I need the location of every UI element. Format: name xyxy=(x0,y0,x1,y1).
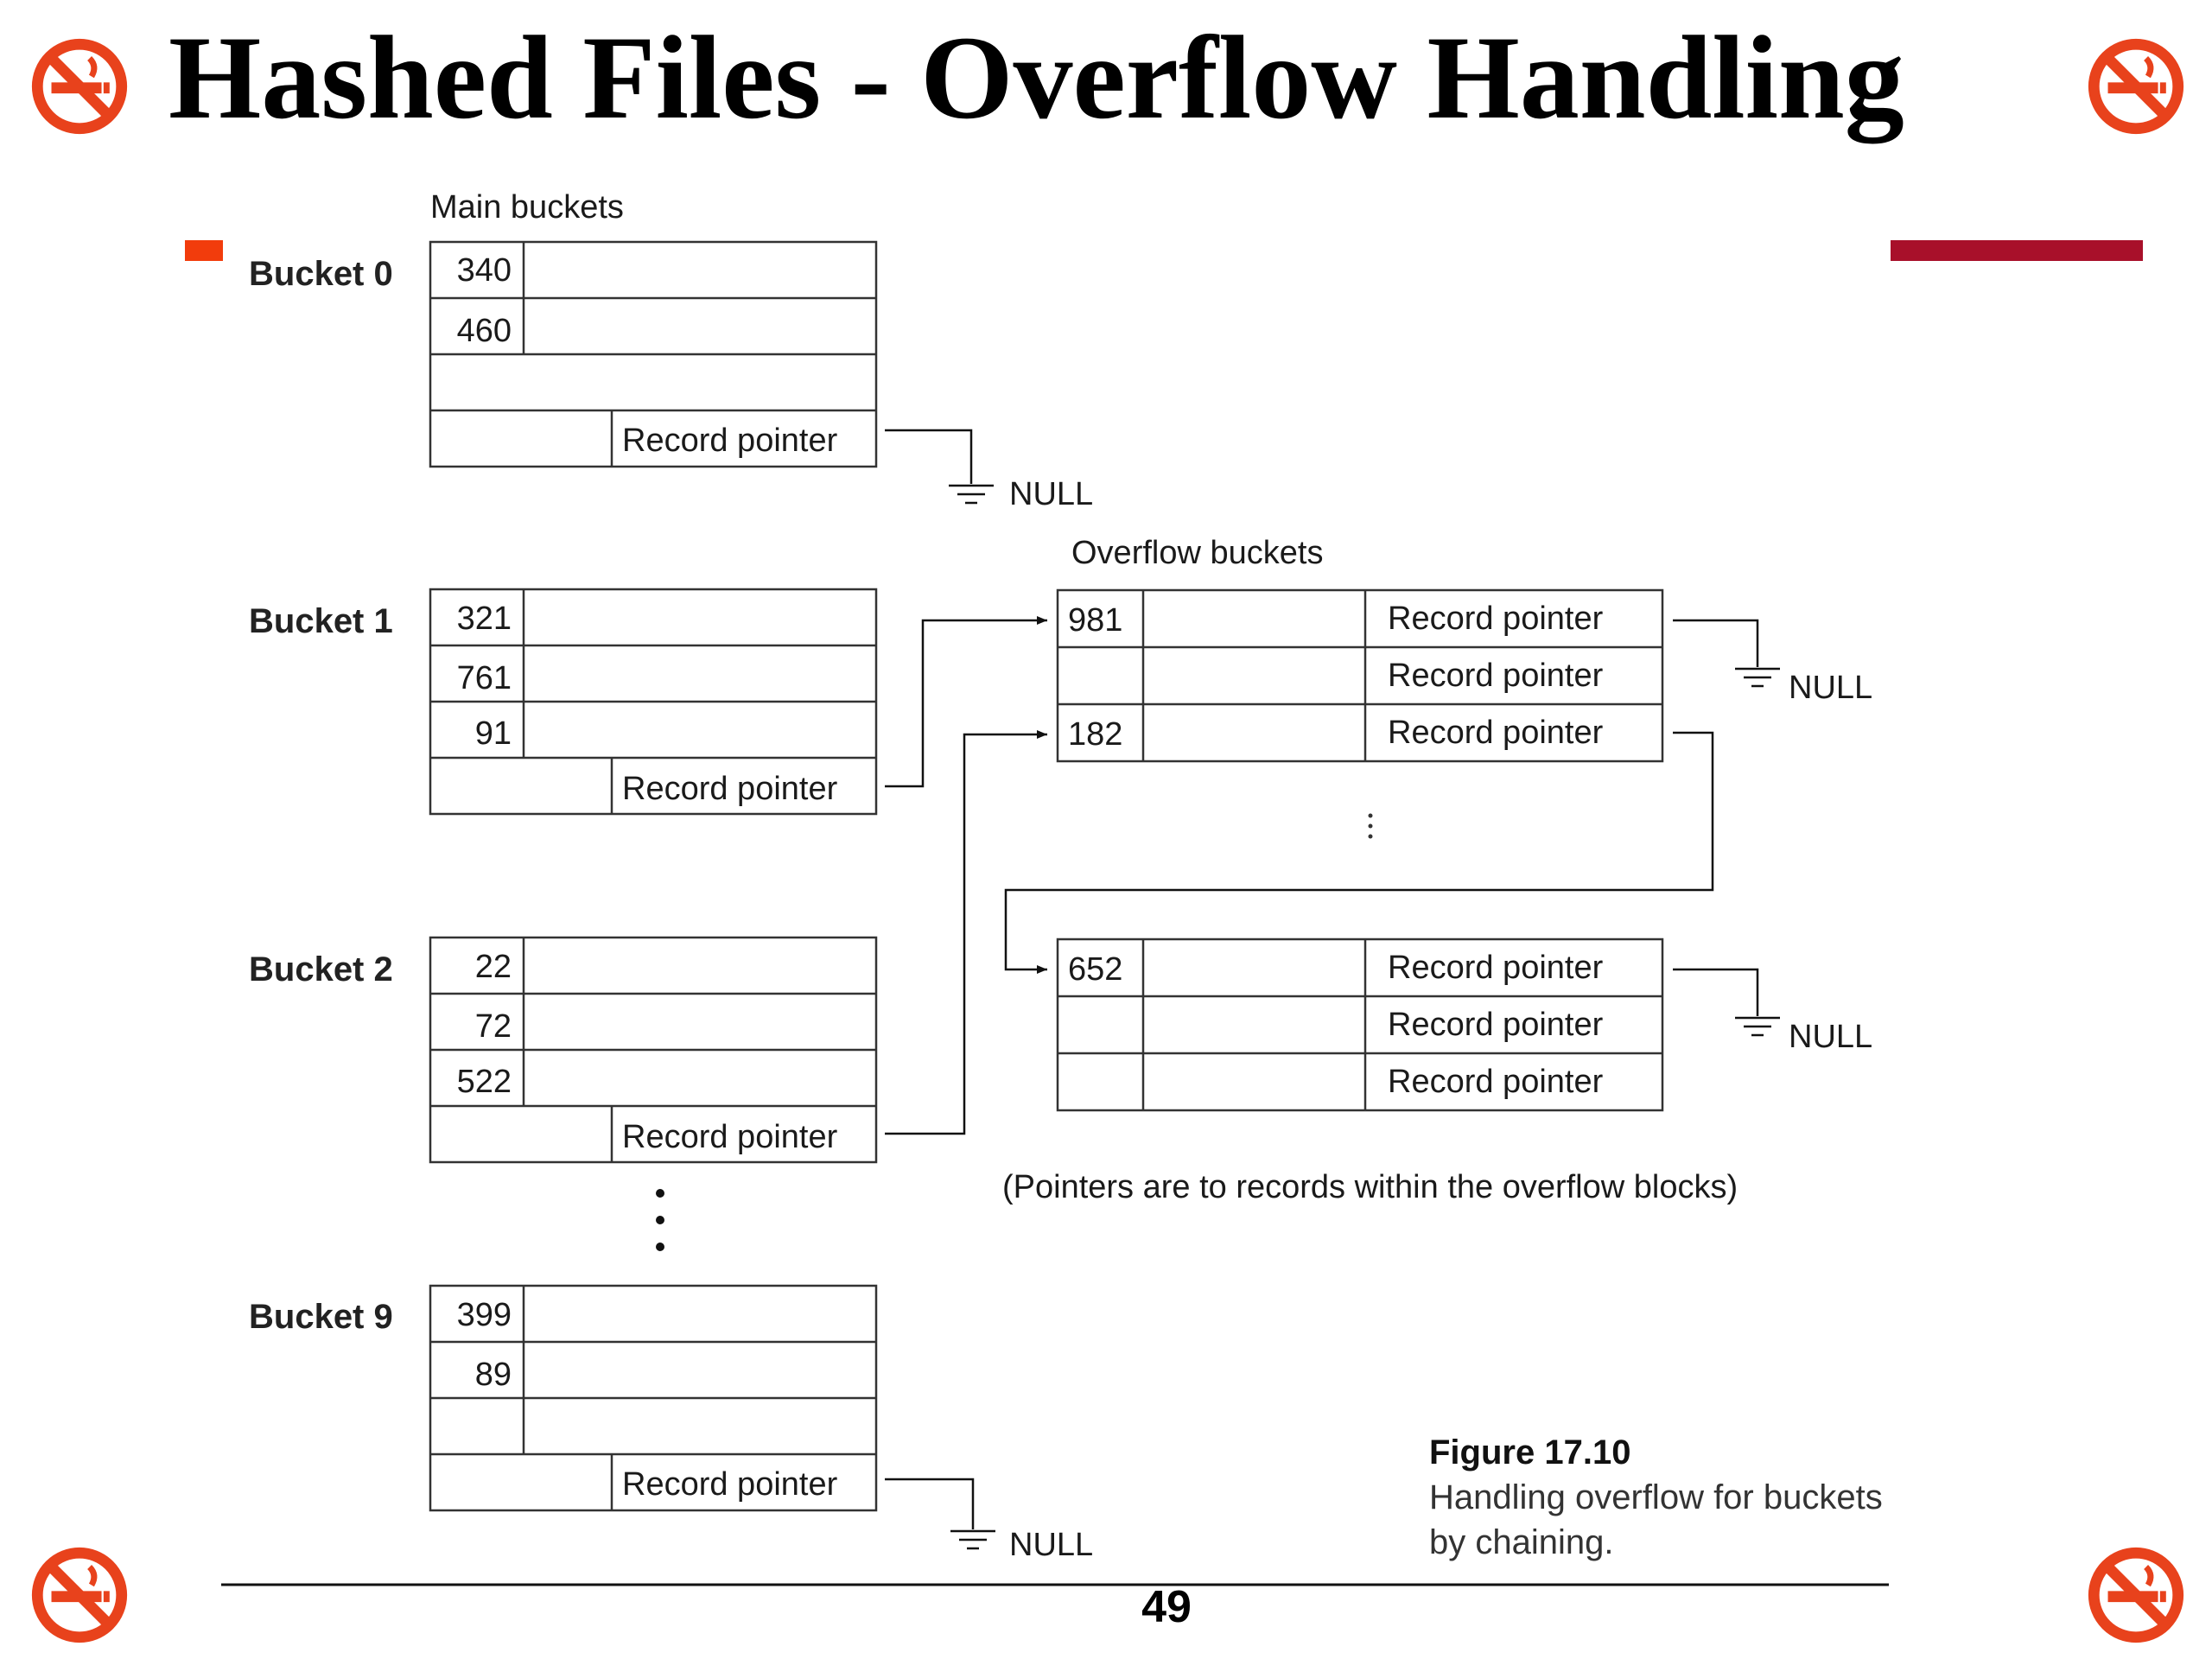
bucket-label: Bucket 9 xyxy=(249,1298,393,1336)
no-smoking-icon xyxy=(31,38,128,135)
pointer-note: (Pointers are to records within the over… xyxy=(1002,1169,1738,1205)
null-pointer-line xyxy=(1673,968,1759,1016)
null-pointer-line xyxy=(1673,619,1759,667)
ground-symbol xyxy=(1735,1016,1780,1037)
overflow-key: 652 xyxy=(1068,951,1122,988)
bucket-key: 399 xyxy=(457,1297,512,1333)
bucket-key: 522 xyxy=(457,1064,512,1100)
bucket-label: Bucket 2 xyxy=(249,950,393,988)
record-pointer-label: Record pointer xyxy=(1388,601,1604,637)
overflow-pointer-arrow xyxy=(885,616,1047,788)
bucket-key: 91 xyxy=(475,715,512,752)
bucket-label: Bucket 1 xyxy=(249,602,393,640)
bucket-block xyxy=(429,1284,878,1512)
null-pointer-line xyxy=(885,429,973,484)
bucket-block xyxy=(429,936,878,1164)
no-smoking-icon xyxy=(2088,38,2184,135)
null-label: NULL xyxy=(1009,476,1093,512)
overflow-key: 182 xyxy=(1068,716,1122,753)
bucket-key: 89 xyxy=(475,1357,512,1393)
overflow-key: 981 xyxy=(1068,602,1122,639)
ground-symbol xyxy=(949,484,994,505)
bucket-key: 340 xyxy=(457,252,512,289)
overflow-block xyxy=(1056,588,1664,763)
no-smoking-icon xyxy=(31,1547,128,1643)
null-label: NULL xyxy=(1789,670,1872,706)
ground-symbol xyxy=(950,1529,995,1550)
record-pointer-label: Record pointer xyxy=(1388,1064,1604,1100)
null-pointer-line xyxy=(885,1478,975,1529)
bucket-block xyxy=(429,240,878,468)
record-pointer-label: Record pointer xyxy=(622,1466,838,1503)
record-pointer-label: Record pointer xyxy=(622,771,838,807)
bucket-key: 321 xyxy=(457,601,512,637)
bucket-block xyxy=(429,588,878,816)
bucket-key: 761 xyxy=(457,660,512,696)
null-label: NULL xyxy=(1009,1527,1093,1563)
bucket-key: 22 xyxy=(475,949,512,985)
accent-bar xyxy=(1891,240,2143,261)
record-pointer-label: Record pointer xyxy=(1388,1007,1604,1043)
ground-symbol xyxy=(1735,667,1780,688)
record-pointer-label: Record pointer xyxy=(1388,950,1604,986)
overflow-buckets-header: Overflow buckets xyxy=(1071,535,1323,571)
main-buckets-header: Main buckets xyxy=(430,189,624,226)
figure-caption: Handling overflow for buckets xyxy=(1429,1478,1883,1516)
no-smoking-icon xyxy=(2088,1547,2184,1643)
record-pointer-label: Record pointer xyxy=(1388,715,1604,751)
record-pointer-label: Record pointer xyxy=(1388,658,1604,694)
page-number: 49 xyxy=(1141,1582,1192,1632)
null-label: NULL xyxy=(1789,1019,1872,1055)
bucket-key: 460 xyxy=(457,313,512,349)
overflow-pointer-arrow xyxy=(1004,731,1714,974)
accent-square xyxy=(185,240,223,261)
ellipsis-dots xyxy=(656,1189,664,1251)
overflow-pointer-arrow xyxy=(885,730,1047,1135)
figure-caption: by chaining. xyxy=(1429,1523,1613,1561)
ellipsis-dots xyxy=(1368,813,1373,839)
record-pointer-label: Record pointer xyxy=(622,423,838,459)
slide-title: Hashed Files - Overflow Handling xyxy=(168,11,1904,143)
bucket-label: Bucket 0 xyxy=(249,255,393,293)
record-pointer-label: Record pointer xyxy=(622,1119,838,1155)
overflow-block xyxy=(1056,938,1664,1112)
bucket-key: 72 xyxy=(475,1008,512,1045)
figure-title: Figure 17.10 xyxy=(1429,1433,1630,1471)
